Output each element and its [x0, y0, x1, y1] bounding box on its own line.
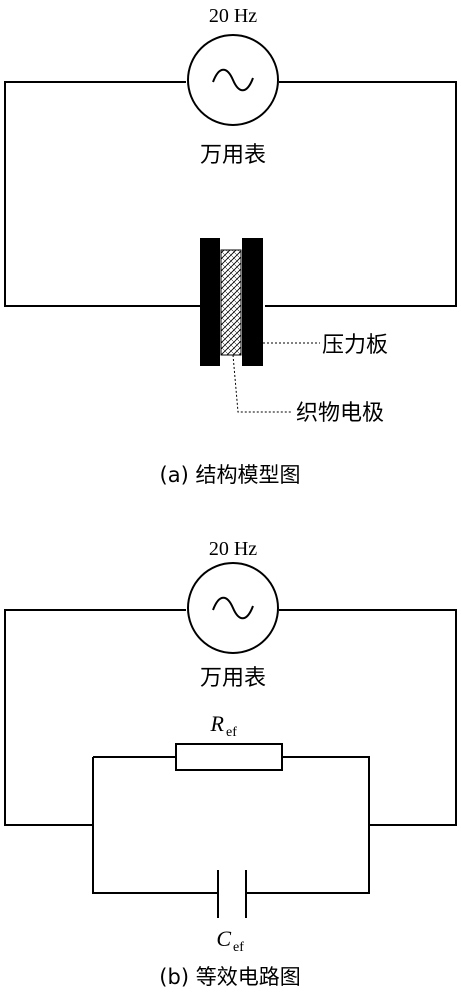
resistor-icon — [175, 743, 283, 771]
fabric-electrode-label: 织物电极 — [296, 401, 384, 426]
capacitor-subscript: ef — [233, 940, 244, 955]
capacitor-label: C — [216, 926, 231, 951]
diagram-a: 20 Hz 万用表 压力板 织物电极 (a) 结构模型图 — [4, 5, 457, 487]
meter-label-b: 万用表 — [200, 666, 266, 691]
caption-b: (b) 等效电路图 — [159, 965, 300, 989]
meter-label-a: 万用表 — [200, 143, 266, 168]
frequency-label-b: 20 Hz — [209, 538, 257, 560]
circuit-wire-b-outer — [4, 609, 457, 826]
capacitor-icon — [217, 870, 247, 918]
resistor-subscript: ef — [226, 725, 237, 740]
diagram-b: 20 Hz 万用表 R ef C ef (b) 等效电路图 — [4, 538, 457, 989]
fabric-electrode-leader — [232, 354, 292, 413]
ac-source-icon-a — [187, 34, 279, 126]
circuit-wire-b-parallel — [92, 756, 370, 894]
caption-a: (a) 结构模型图 — [160, 463, 301, 487]
fabric-electrode — [220, 249, 242, 356]
pressure-plate-right — [242, 238, 263, 366]
pressure-plate-left — [200, 238, 220, 366]
circuit-wire-a — [4, 81, 457, 307]
ac-source-icon-b — [187, 562, 279, 654]
resistor-label: R — [210, 711, 225, 736]
frequency-label-a: 20 Hz — [209, 5, 257, 27]
pressure-plate-label: 压力板 — [322, 333, 388, 358]
